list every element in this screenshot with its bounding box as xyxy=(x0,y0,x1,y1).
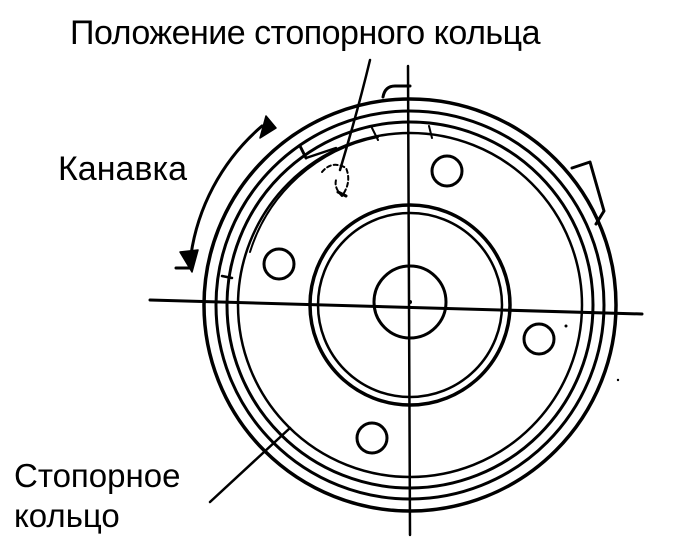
groove-arc xyxy=(188,124,264,264)
retaining-ring-label-line2: кольцо xyxy=(14,497,120,534)
speck xyxy=(616,378,620,382)
bolt-hole xyxy=(355,421,389,455)
ring-gap-mark xyxy=(298,144,308,160)
drum-ring-4 xyxy=(236,131,584,479)
ring-leader-line xyxy=(208,426,292,504)
drum-ring-3 xyxy=(225,120,595,490)
center-bore xyxy=(372,264,448,340)
rim-lug-right xyxy=(570,160,606,226)
retaining-ring-position-label: Положение стопорного кольца xyxy=(70,14,541,52)
horizontal-centerline xyxy=(148,298,644,316)
ring-gap-mark xyxy=(428,125,433,139)
center-point xyxy=(408,300,412,304)
groove-arrowhead-bottom xyxy=(179,249,199,273)
hub-outer-ring xyxy=(308,203,512,407)
drum-inner-partial-ring xyxy=(249,136,379,253)
ring-gap-mark xyxy=(371,127,379,141)
retaining-ring-label-line1: Стопорное xyxy=(14,457,181,494)
position-marker xyxy=(321,163,350,197)
groove-arrowhead-top xyxy=(259,115,277,139)
speck xyxy=(564,324,568,328)
ring-gap-mark xyxy=(220,274,234,280)
hub-inner-ring xyxy=(316,211,504,399)
position-marker-dot xyxy=(336,190,348,198)
drum-outer-ring xyxy=(202,97,618,513)
bolt-hole xyxy=(262,247,296,281)
retaining-ring-label: Стопорное кольцо xyxy=(14,456,180,536)
rim-lug-top xyxy=(381,84,412,99)
position-leader-line xyxy=(338,58,372,172)
bolt-hole xyxy=(522,322,556,356)
groove-label: Канавка xyxy=(58,150,187,188)
bolt-hole xyxy=(430,154,464,188)
drum-ring-2 xyxy=(214,109,606,501)
ring-gap-hook xyxy=(304,146,338,160)
